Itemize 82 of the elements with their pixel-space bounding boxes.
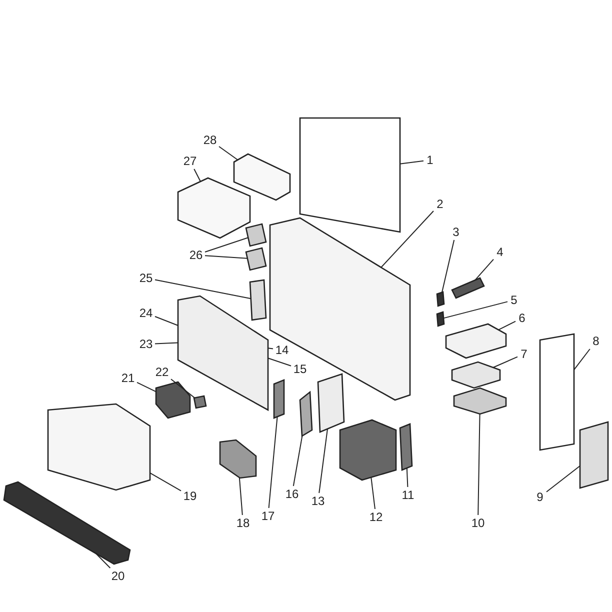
leader-line bbox=[204, 237, 249, 252]
callout-number: 12 bbox=[367, 510, 385, 524]
callout-number: 24 bbox=[137, 306, 155, 320]
leader-line bbox=[370, 476, 376, 510]
leader-line bbox=[150, 472, 182, 492]
callout-number: 1 bbox=[421, 153, 439, 167]
leader-line bbox=[136, 382, 156, 392]
leader-line bbox=[492, 356, 518, 368]
leader-line bbox=[443, 301, 508, 319]
leader-line bbox=[170, 378, 196, 398]
callout-number: 17 bbox=[259, 509, 277, 523]
front-bezel bbox=[539, 333, 575, 451]
drive-cage bbox=[339, 419, 397, 481]
cooling-fan bbox=[245, 223, 267, 247]
cooling-fan bbox=[245, 247, 267, 271]
callout-number: 15 bbox=[291, 362, 309, 376]
leader-line bbox=[95, 553, 111, 568]
usb-connector bbox=[436, 311, 445, 327]
callout-number: 7 bbox=[515, 347, 533, 361]
callout-number: 16 bbox=[283, 487, 301, 501]
leader-line bbox=[292, 435, 303, 486]
leader-line bbox=[204, 255, 248, 259]
leader-line bbox=[442, 240, 455, 293]
leader-line bbox=[268, 348, 274, 350]
power-supply bbox=[177, 177, 251, 239]
callout-number: 26 bbox=[187, 248, 205, 262]
leader-line bbox=[154, 342, 178, 344]
callout-number: 19 bbox=[181, 489, 199, 503]
cable-connector bbox=[436, 291, 445, 307]
heat-sink bbox=[155, 381, 191, 419]
callout-number: 18 bbox=[234, 516, 252, 530]
callout-number: 9 bbox=[531, 490, 549, 504]
power-supply bbox=[233, 153, 291, 201]
callout-number: 3 bbox=[447, 225, 465, 239]
drive-bracket bbox=[399, 423, 413, 471]
memory-module bbox=[273, 379, 285, 419]
callout-number: 11 bbox=[399, 488, 417, 502]
adapter-card bbox=[317, 373, 345, 433]
server-chassis bbox=[269, 217, 411, 401]
callout-number: 25 bbox=[137, 271, 155, 285]
air-baffle bbox=[249, 279, 267, 321]
rear-bracket bbox=[3, 481, 131, 565]
leader-line bbox=[546, 465, 580, 492]
callout-number: 27 bbox=[181, 154, 199, 168]
callout-number: 8 bbox=[587, 334, 605, 348]
leader-line bbox=[218, 146, 238, 160]
leader-line bbox=[238, 477, 243, 516]
leader-line bbox=[478, 413, 480, 516]
callout-number: 13 bbox=[309, 494, 327, 508]
callout-number: 6 bbox=[513, 311, 531, 325]
leader-line bbox=[154, 316, 178, 326]
fan-cage bbox=[47, 403, 151, 491]
leader-line bbox=[474, 258, 494, 281]
hard-disk-drive bbox=[453, 387, 507, 415]
adapter-card bbox=[299, 390, 313, 438]
leader-line bbox=[406, 468, 408, 488]
microprocessor bbox=[193, 395, 207, 409]
optical-drive bbox=[445, 323, 507, 359]
bezel-bracket bbox=[451, 277, 485, 299]
leader-line bbox=[498, 320, 516, 330]
leader-line bbox=[154, 279, 252, 300]
leader-line bbox=[380, 210, 434, 268]
callout-number: 20 bbox=[109, 569, 127, 583]
leader-line bbox=[268, 416, 278, 508]
leader-line bbox=[400, 160, 424, 164]
callout-number: 28 bbox=[201, 133, 219, 147]
side-cover bbox=[299, 117, 401, 233]
callout-number: 22 bbox=[153, 365, 171, 379]
fan-assembly bbox=[219, 439, 257, 479]
callout-number: 21 bbox=[119, 371, 137, 385]
callout-number: 10 bbox=[469, 516, 487, 530]
leader-line bbox=[574, 348, 590, 370]
callout-number: 14 bbox=[273, 343, 291, 357]
leader-line bbox=[318, 428, 328, 494]
leader-line bbox=[194, 168, 201, 182]
tape-drive bbox=[451, 361, 501, 389]
bezel-door bbox=[579, 421, 609, 489]
callout-number: 2 bbox=[431, 197, 449, 211]
callout-number: 4 bbox=[491, 245, 509, 259]
callout-number: 5 bbox=[505, 293, 523, 307]
callout-number: 23 bbox=[137, 337, 155, 351]
leader-line bbox=[268, 358, 292, 366]
